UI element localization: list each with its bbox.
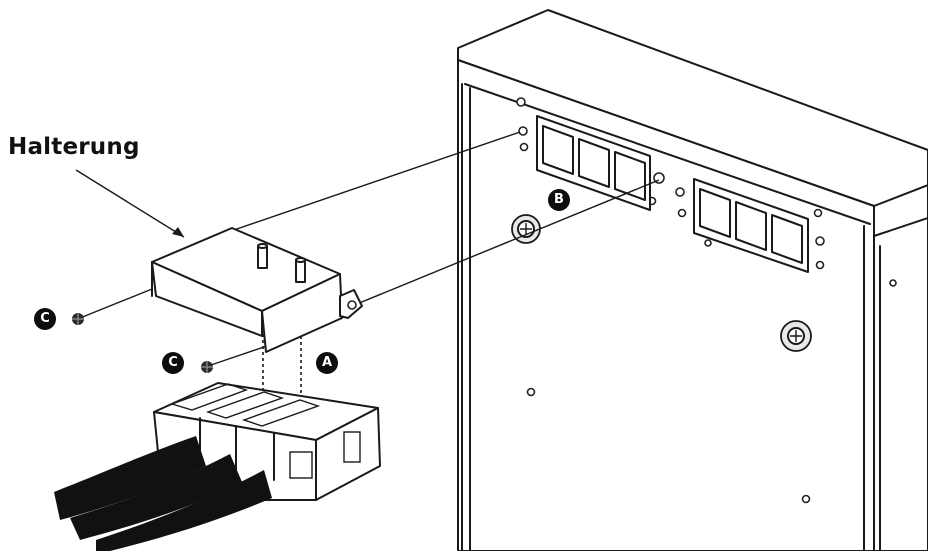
bracket bbox=[151, 227, 363, 353]
badge-a: A bbox=[316, 352, 338, 374]
cabinet-side-panel bbox=[873, 184, 928, 552]
label-arrow bbox=[75, 169, 185, 238]
bracket-stud bbox=[257, 245, 268, 269]
guide-line-upper bbox=[227, 131, 521, 233]
panel-hole bbox=[516, 97, 526, 107]
screw-left bbox=[72, 313, 84, 325]
port-block-left bbox=[536, 115, 651, 211]
guide-line-lower bbox=[351, 179, 660, 307]
badge-c-left: C bbox=[34, 308, 56, 330]
screw-lower bbox=[201, 361, 213, 373]
guide-line-screw-left bbox=[79, 288, 153, 319]
bracket-label: Halterung bbox=[8, 134, 140, 160]
badge-b: B bbox=[548, 189, 570, 211]
cabinet bbox=[457, 9, 928, 552]
grommet-lower bbox=[780, 320, 812, 352]
badge-c-lower: C bbox=[162, 352, 184, 374]
port-block-right bbox=[693, 178, 809, 273]
cables bbox=[54, 436, 272, 551]
